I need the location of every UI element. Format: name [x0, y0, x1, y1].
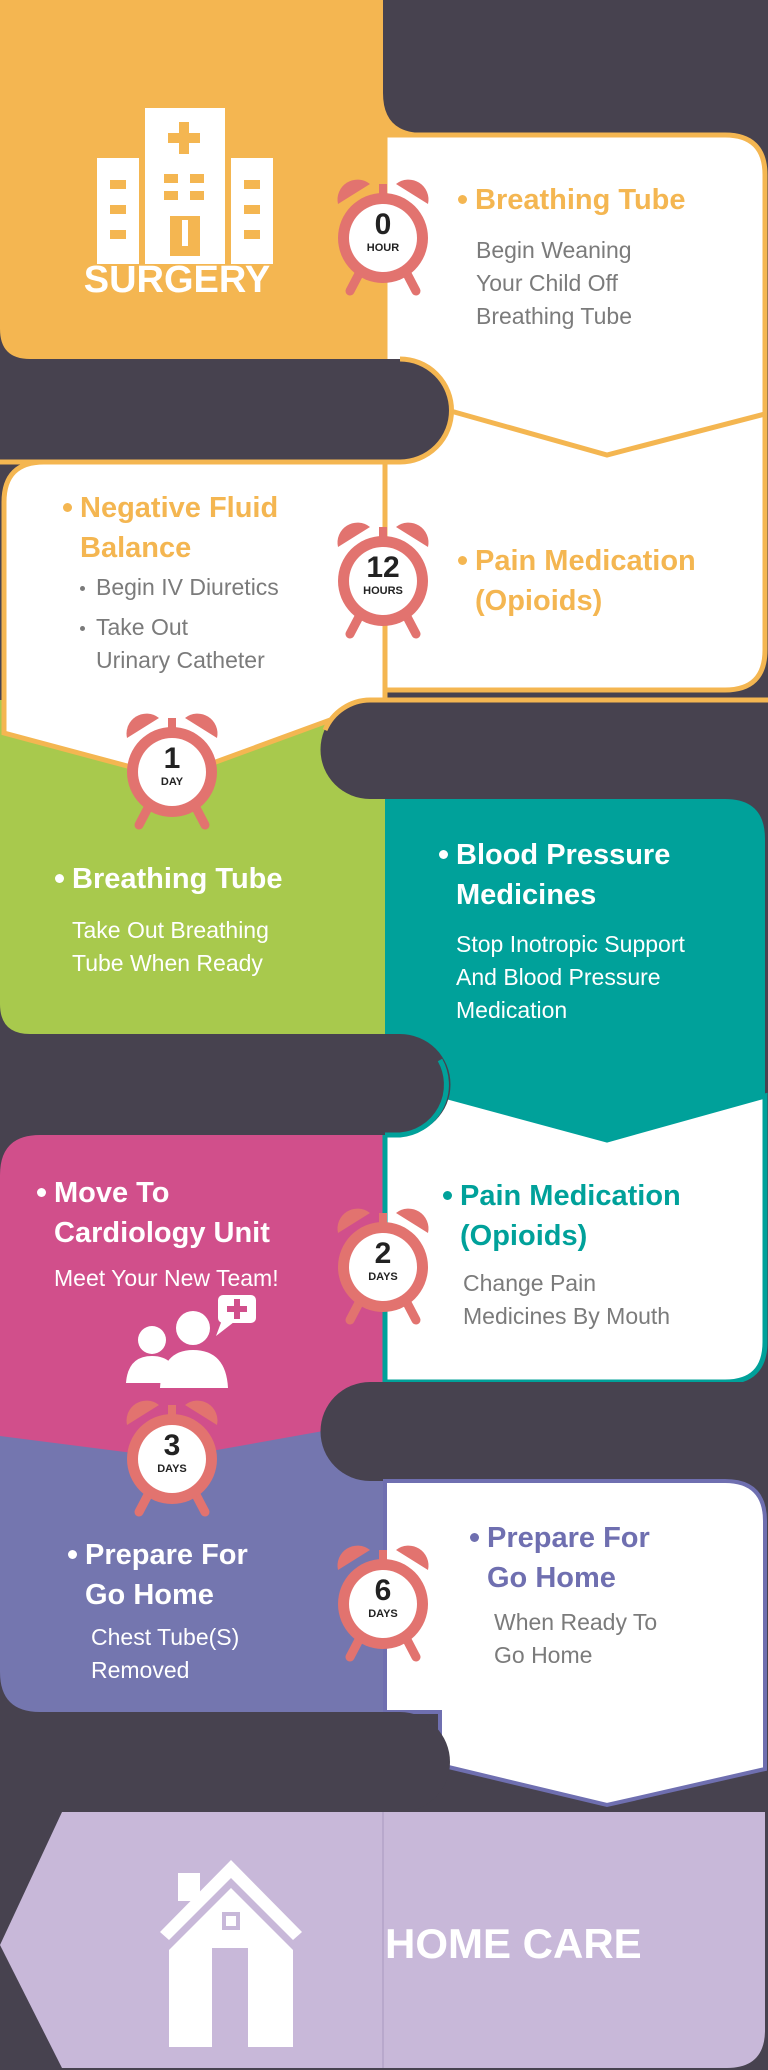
bullet-item: Begin IV Diuretics	[80, 571, 279, 604]
milestone-unit: DAYS	[368, 1271, 398, 1283]
alarm-clock-icon	[337, 522, 429, 639]
bullet-item-cont: Urinary Catheter	[96, 647, 265, 673]
step-desc: When Ready To Go Home	[494, 1606, 657, 1672]
step-title: Breathing Tube	[55, 859, 283, 899]
desc-line: Removed	[91, 1657, 190, 1683]
desc-line: Your Child Off	[476, 270, 618, 296]
step-desc: Chest Tube(S) Removed	[91, 1621, 239, 1687]
step-desc: Change Pain Medicines By Mouth	[463, 1267, 670, 1333]
title-line: Negative Fluid	[80, 492, 279, 524]
house-icon	[160, 1860, 302, 2047]
step-title: Prepare For Go Home	[68, 1535, 248, 1615]
step-title: Breathing Tube	[458, 180, 686, 220]
hospital-building-icon	[97, 108, 273, 264]
connector-border	[385, 1058, 449, 1138]
desc-line: Tube When Ready	[72, 950, 263, 976]
cardiology-panel	[0, 1135, 385, 1458]
milestone-unit: DAY	[160, 776, 184, 788]
desc-line: When Ready To	[494, 1609, 658, 1635]
surgery-label: SURGERY	[83, 259, 271, 301]
desc-line: Change Pain	[463, 1270, 596, 1296]
blood-pressure-panel	[385, 799, 765, 1140]
desc-line: Take Out Breathing	[72, 917, 269, 943]
title-line: Pain Medication	[460, 1180, 681, 1212]
day3-panel	[0, 1420, 385, 1712]
title-line: Medicines	[456, 879, 597, 911]
connector-border	[322, 697, 768, 732]
step-desc: Meet Your New Team!	[54, 1265, 279, 1291]
surgery-fillet	[383, 93, 423, 133]
alarm-clock-icon	[337, 179, 429, 296]
title-line: Go Home	[487, 1562, 616, 1594]
desc-line: Breathing Tube	[476, 303, 633, 329]
connector-tab	[0, 1712, 450, 1812]
milestone-number: 3	[163, 1429, 181, 1462]
step-desc: Begin Weaning Your Child Off Breathing T…	[476, 234, 632, 333]
day1-panel	[0, 700, 385, 1034]
milestone-number: 1	[163, 742, 181, 775]
milestone-number: 6	[374, 1574, 392, 1607]
connector-tab	[0, 359, 452, 462]
medical-team-icon	[126, 1295, 256, 1388]
step-title: Pain Medication (Opioids)	[443, 1176, 681, 1256]
connector-tab	[320, 700, 768, 799]
milestone-number: 12	[366, 551, 400, 584]
step-title: Blood Pressure Medicines	[438, 835, 671, 915]
step-title: Pain Medication (Opioids)	[458, 541, 696, 621]
title-line: Prepare For	[487, 1522, 650, 1554]
step-desc: Take Out Breathing Tube When Ready	[72, 914, 269, 980]
step-title: Move To Cardiology Unit	[37, 1173, 270, 1253]
connector-tab	[0, 1034, 451, 1135]
milestone-number: 2	[374, 1237, 392, 1270]
bullet-item: Take Out	[79, 611, 188, 644]
title-line: (Opioids)	[475, 585, 603, 617]
title-line: Go Home	[85, 1579, 214, 1611]
step-title: Negative Fluid Balance	[62, 488, 279, 568]
title-line: Move To	[54, 1177, 170, 1209]
title-line: Prepare For	[85, 1539, 248, 1571]
connector-tab	[320, 1382, 768, 1481]
desc-line: Stop Inotropic Support	[456, 931, 685, 957]
title-line: (Opioids)	[460, 1220, 588, 1252]
milestone-unit: HOUR	[366, 242, 400, 254]
connector-border	[0, 356, 454, 465]
title-line: Blood Pressure	[456, 839, 671, 871]
alarm-clock-icon	[337, 1545, 429, 1662]
desc-line: Medicines By Mouth	[463, 1303, 671, 1329]
milestone-unit: HOURS	[363, 585, 403, 597]
step-desc: Stop Inotropic Support And Blood Pressur…	[456, 928, 685, 1027]
step-title: Prepare For Go Home	[470, 1518, 650, 1598]
title-line: Pain Medication	[475, 545, 696, 577]
desc-line: Begin Weaning	[476, 237, 632, 263]
alarm-clock-icon	[126, 713, 218, 830]
milestone-number: 0	[374, 208, 392, 241]
desc-line: Chest Tube(S)	[91, 1624, 240, 1650]
chevron-divider	[439, 405, 766, 458]
desc-line: Medication	[456, 997, 568, 1023]
hours-right-panel	[382, 132, 768, 693]
title-line: Cardiology Unit	[54, 1217, 270, 1249]
desc-line: And Blood Pressure	[456, 964, 661, 990]
alarm-clock-icon	[126, 1400, 218, 1517]
milestone-unit: DAYS	[368, 1608, 398, 1620]
milestone-unit: DAYS	[157, 1463, 187, 1475]
desc-line: Go Home	[494, 1642, 593, 1668]
title-line: Balance	[80, 532, 192, 564]
home-care-label: HOME CARE	[385, 1920, 642, 1967]
alarm-clock-icon	[337, 1208, 429, 1325]
